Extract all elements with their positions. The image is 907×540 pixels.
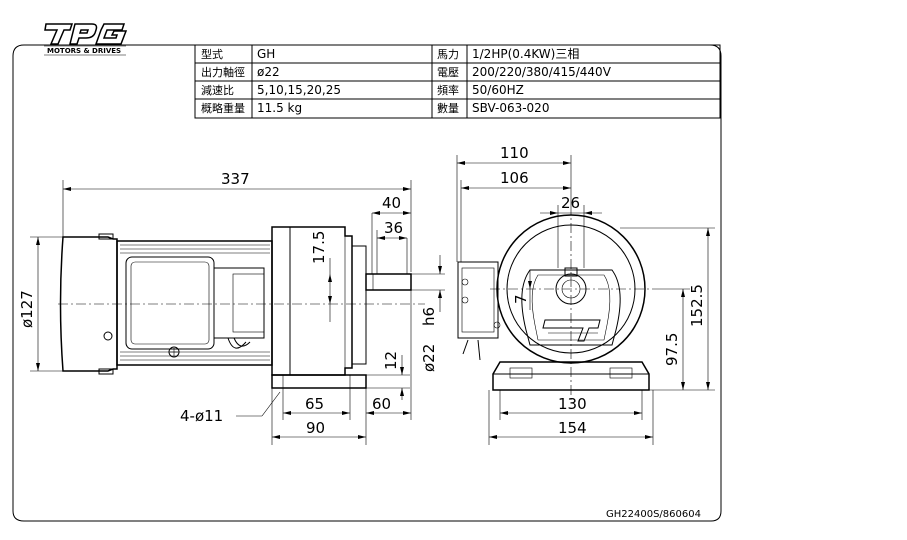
dim-key-length: 36 (384, 219, 403, 237)
spec-table: 型式 GH 馬力 1/2HP(0.4KW)三相 出力軸徑 ø22 電壓 200/… (194, 44, 721, 119)
drawing-number: GH22400S/860604 (606, 509, 701, 520)
spec-label: 概略重量 (201, 101, 245, 115)
side-view: 337 40 36 17.5 ø127 h6 ø22 (18, 170, 445, 445)
dim-overall-height: 152.5 (688, 284, 706, 327)
dim-key-width: 26 (561, 194, 580, 212)
dim-key-dim: 7 (512, 294, 530, 304)
spec-value: GH (257, 47, 275, 61)
spec-label: 數量 (437, 102, 459, 115)
spec-label: 電壓 (437, 66, 459, 79)
dim-foot-hole-spacing-end: 130 (558, 395, 587, 413)
dim-shaft-tolerance: h6 (420, 307, 438, 326)
spec-label: 頻率 (437, 83, 459, 97)
dim-shaft-length: 40 (382, 194, 401, 212)
dim-foot-hole-spacing: 65 (305, 395, 324, 413)
spec-label: 馬力 (437, 48, 459, 61)
spec-value: 5,10,15,20,25 (257, 83, 341, 97)
spec-value: ø22 (257, 65, 280, 79)
dim-foot-offset: 60 (372, 395, 391, 413)
spec-value: SBV-063-020 (472, 101, 549, 115)
dim-key-depth: 17.5 (310, 231, 328, 264)
dim-shaft-diameter: ø22 (420, 344, 438, 372)
dim-mounting-holes: 4-ø11 (180, 407, 223, 425)
spec-label: 型式 (201, 47, 223, 61)
spec-value: 1/2HP(0.4KW)三相 (472, 47, 579, 61)
dim-foot-height: 12 (382, 351, 400, 370)
spec-value: 50/60HZ (472, 83, 524, 97)
drawing-border (12, 44, 722, 522)
dim-foot-length: 90 (306, 419, 325, 437)
dim-width-top: 110 (500, 144, 529, 162)
tpg-logo: MOTORS & DRIVES (44, 23, 128, 56)
dim-motor-diameter: ø127 (18, 290, 36, 328)
spec-value: 11.5 kg (257, 101, 302, 115)
spec-label: 減速比 (201, 83, 234, 97)
dim-overall-length: 337 (221, 170, 250, 188)
dim-width-inner: 106 (500, 169, 529, 187)
spec-value: 200/220/380/415/440V (472, 65, 612, 79)
spec-label: 出力軸徑 (201, 65, 245, 79)
end-view: 110 106 26 7 152.5 97.5 130 (456, 144, 715, 445)
dim-center-height: 97.5 (663, 333, 681, 366)
logo-tagline: MOTORS & DRIVES (47, 47, 121, 55)
dim-foot-width: 154 (558, 419, 587, 437)
